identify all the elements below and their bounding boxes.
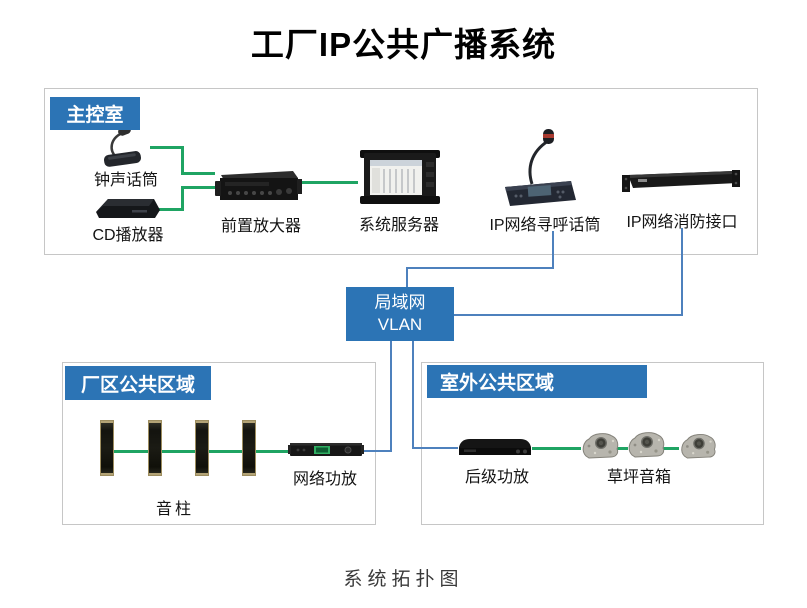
fire-interface-icon — [618, 166, 744, 201]
control-room-badge: 主控室 — [50, 97, 140, 130]
vlan-label-line2: VLAN — [377, 315, 423, 334]
vlan-label-line1: 局域网 — [374, 292, 426, 312]
factory-area-badge: 厂区公共区域 — [65, 366, 211, 400]
connector-green — [661, 447, 679, 450]
server-icon — [356, 148, 444, 211]
connector-green — [162, 450, 195, 453]
lawn-speaker-label: 草坪音箱 — [606, 469, 671, 486]
preamp-label: 前置放大器 — [220, 218, 301, 235]
bell-mic-label: 钟声话筒 — [93, 172, 158, 189]
connector-green — [181, 172, 215, 175]
cd-player-icon — [92, 194, 162, 227]
connector-blue — [412, 341, 414, 449]
connector-green — [181, 187, 184, 211]
connector-blue — [681, 228, 683, 316]
post-amp-label: 后级功放 — [464, 469, 529, 486]
lawn-speaker-icon — [626, 429, 666, 463]
lawn-speaker-icon — [580, 430, 620, 464]
fire-interface-label: IP网络消防接口 — [626, 214, 738, 231]
connector-blue — [412, 447, 458, 449]
connector-green — [181, 186, 215, 189]
connector-green — [256, 450, 289, 453]
column-speaker-label: 音柱 — [155, 501, 194, 518]
connector-green — [154, 208, 183, 211]
column-speaker-icon — [148, 420, 162, 476]
diagram-caption: 系统拓扑图 — [343, 569, 464, 590]
column-speaker-icon — [242, 420, 256, 476]
connector-blue — [361, 450, 392, 452]
server-label: 系统服务器 — [358, 217, 439, 234]
network-amp-icon — [288, 440, 364, 465]
connector-blue — [552, 231, 554, 269]
cd-player-label: CD播放器 — [92, 227, 164, 244]
page-title: 工厂IP公共广播系统 — [250, 26, 557, 63]
post-amp-icon — [455, 436, 535, 465]
connector-blue — [453, 314, 683, 316]
connector-green — [209, 450, 242, 453]
connector-green — [300, 181, 358, 184]
connector-blue — [406, 267, 408, 288]
preamp-icon — [212, 164, 303, 211]
connector-blue — [406, 267, 554, 269]
column-speaker-icon — [195, 420, 209, 476]
lawn-speaker-icon — [678, 431, 718, 464]
connector-green — [181, 146, 184, 175]
column-speaker-icon — [100, 420, 114, 476]
paging-mic-label: IP网络寻呼话筒 — [489, 217, 601, 234]
connector-green — [532, 447, 581, 450]
vlan-node: 局域网 VLAN — [346, 287, 454, 341]
outdoor-area-badge: 室外公共区域 — [427, 365, 647, 398]
connector-green — [114, 450, 148, 453]
connector-green — [614, 447, 628, 450]
paging-mic-icon — [498, 126, 580, 213]
connector-green — [150, 146, 183, 149]
network-amp-label: 网络功放 — [292, 471, 357, 488]
connector-blue — [390, 341, 392, 452]
